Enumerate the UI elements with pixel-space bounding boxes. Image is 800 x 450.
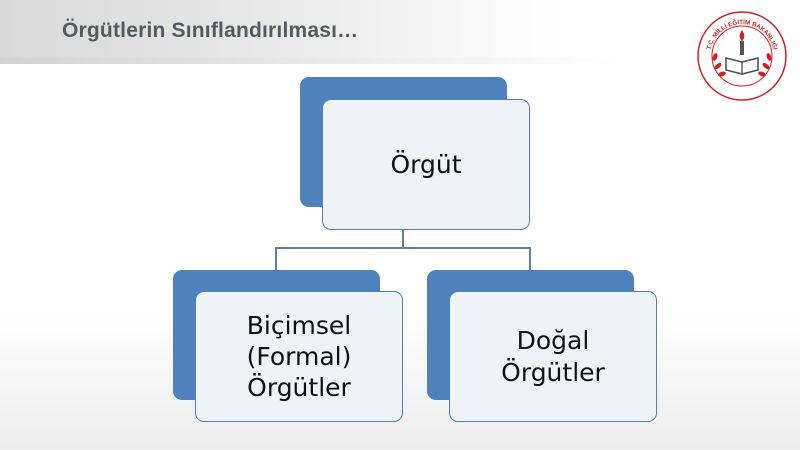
root-node: Örgüt — [322, 99, 530, 230]
connector-horizontal — [275, 247, 531, 249]
root-node-label: Örgüt — [390, 149, 462, 179]
header-bar — [0, 0, 565, 58]
connector-left-down — [275, 247, 277, 270]
meb-logo: T.C. MİLLİ EĞİTİM BAKANLIĞI — [697, 11, 787, 101]
child-node-right-label: Doğal Örgütler — [501, 326, 605, 387]
child-node-left: Biçimsel (Formal) Örgütler — [195, 291, 403, 422]
connector-root-down — [402, 229, 404, 248]
child-node-right: Doğal Örgütler — [449, 291, 657, 422]
connector-right-down — [529, 247, 531, 270]
slide-title: Örgütlerin Sınıflandırılması… — [62, 19, 359, 42]
child-node-left-label: Biçimsel (Formal) Örgütler — [246, 310, 352, 403]
header-shadow — [0, 58, 620, 64]
